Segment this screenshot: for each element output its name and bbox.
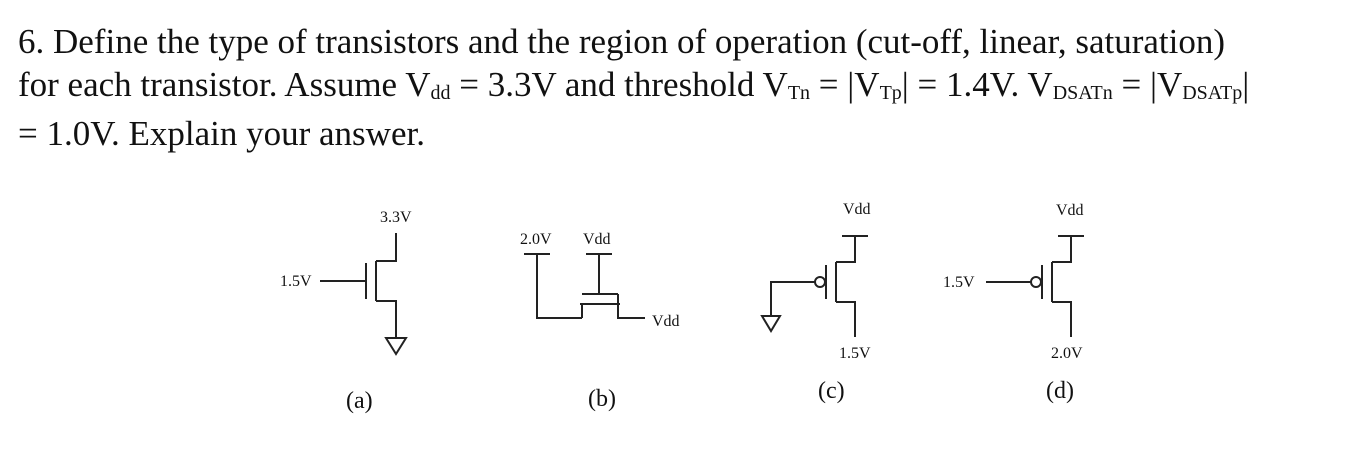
circuit-a-gate-label: 1.5V [280, 273, 312, 290]
circuit-c-supply-label: Vdd [843, 201, 871, 218]
circuit-d-gate-bubble [1030, 276, 1042, 288]
circuit-b-source-label: Vdd [652, 313, 680, 330]
circuit-b-source-wire [617, 294, 645, 319]
circuit-c-caption: (c) [818, 378, 845, 404]
circuit-d-source-wire [1052, 236, 1072, 263]
question-line-1: Define the type of transistors and the r… [53, 22, 1226, 61]
circuit-b-gate-wire [536, 254, 582, 319]
question-text-fragment: for each transistor. Assume V [18, 65, 431, 104]
ground-symbol [760, 315, 782, 333]
question-line-3: = 1.0V. Explain your answer. [18, 114, 425, 153]
question-text-fragment: = 3.3V and threshold V [450, 65, 788, 104]
circuit-c-drain-label: 1.5V [839, 345, 871, 362]
subscript-tp: Tp [879, 82, 902, 104]
circuit-c-source-wire [836, 236, 856, 263]
circuit-d-gate-label: 1.5V [943, 274, 975, 291]
circuit-b-caption: (b) [588, 386, 616, 412]
subscript-tn: Tn [787, 82, 811, 104]
circuit-a-drain-label: 3.3V [380, 209, 412, 226]
circuit-a-drain-wire [376, 233, 397, 262]
circuit-b-gate-label: 2.0V [520, 231, 552, 248]
circuit-a-caption: (a) [346, 388, 373, 414]
question-text-fragment: | = 1.4V. V [901, 65, 1053, 104]
question-text-fragment: | [1242, 65, 1250, 104]
circuit-d-drain-wire [1052, 301, 1072, 337]
circuit-d-drain-label: 2.0V [1051, 345, 1083, 362]
circuit-c-drain-wire [836, 301, 856, 337]
question-text-fragment: = |V [810, 65, 880, 104]
circuit-b-drain-label: Vdd [583, 231, 611, 248]
circuit-b: 2.0V Vdd Vdd (b) [520, 231, 680, 412]
circuit-c: Vdd 1.5V (c) [760, 201, 871, 404]
subscript-dsatp: DSATp [1182, 82, 1243, 104]
circuit-a: 3.3V 1.5V (a) [280, 209, 412, 414]
ground-symbol [384, 337, 408, 356]
circuit-a-source-wire [376, 300, 397, 338]
subscript-dsatn: DSATn [1052, 82, 1113, 104]
circuit-d-caption: (d) [1046, 378, 1074, 404]
question-number: 6. [18, 22, 45, 61]
circuit-d-supply-label: Vdd [1056, 202, 1084, 219]
question-text: 6. Define the type of transistors and th… [18, 20, 1348, 155]
question-text-fragment: = |V [1112, 65, 1183, 104]
subscript-dd: dd [430, 82, 451, 104]
circuit-c-gate-bubble [814, 276, 826, 288]
circuit-c-gate-wire [770, 281, 815, 316]
circuit-d: Vdd 1.5V 2.0V (d) [943, 202, 1084, 404]
